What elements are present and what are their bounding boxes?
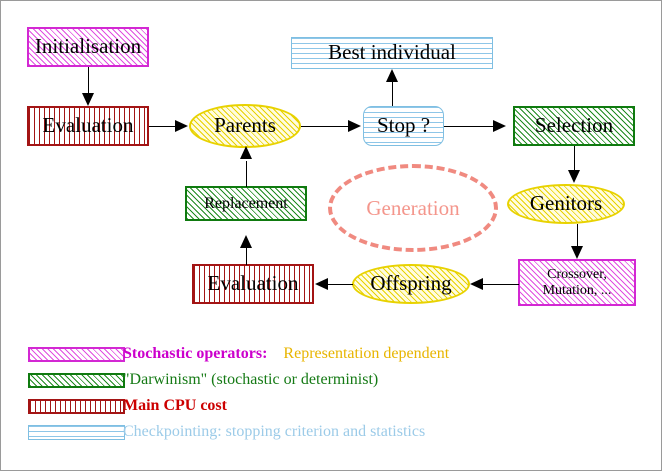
- node-genitors[interactable]: Genitors: [507, 184, 625, 224]
- edge-selection-to-genitors: [574, 146, 575, 172]
- legend-label-stochastic-secondary: Representation dependent: [283, 345, 450, 362]
- arrowhead-stop-to-selection: [493, 120, 506, 132]
- node-selection[interactable]: Selection: [513, 106, 635, 146]
- node-evaluation-bottom-label: Evaluation: [207, 271, 299, 296]
- node-stop[interactable]: Stop ?: [363, 106, 444, 146]
- legend-label-cpu-cost-primary: Main CPU cost: [123, 397, 227, 414]
- node-parents-label: Parents: [214, 113, 276, 138]
- legend-swatch-blue-horizontal-hatch: [28, 424, 125, 440]
- legend-label-darwinism-primary: "Darwinism" (stochastic or determinist): [123, 371, 379, 388]
- edge-stop-to-best-individual: [392, 73, 393, 106]
- legend-row-cpu-cost: Main CPU cost: [1, 393, 661, 419]
- legend-label-cpu-cost: Main CPU cost: [123, 397, 227, 415]
- node-evaluation-bottom[interactable]: Evaluation: [192, 264, 314, 304]
- arrowhead-stop-to-best-individual: [386, 69, 398, 82]
- legend: Stochastic operators: Representation dep…: [1, 341, 661, 445]
- arrowhead-initialisation-to-evaluation: [82, 93, 94, 106]
- legend-swatch-green-diagonal-hatch: [28, 372, 125, 388]
- edge-evaluation-to-replacement: [246, 239, 247, 265]
- legend-swatch-red-vertical-hatch: [28, 398, 125, 414]
- node-crossover-mutation[interactable]: Crossover, Mutation, ...: [518, 259, 636, 306]
- node-generation-label: Generation: [366, 195, 460, 220]
- node-best-individual[interactable]: Best individual: [291, 37, 493, 69]
- arrowhead-genitors-to-crossover: [571, 246, 583, 259]
- node-replacement[interactable]: Replacement: [185, 186, 307, 221]
- legend-label-checkpointing-primary: Checkpointing: stopping criterion and st…: [123, 423, 426, 440]
- legend-row-darwinism: "Darwinism" (stochastic or determinist): [1, 367, 661, 393]
- arrowhead-offspring-to-evaluation: [315, 278, 328, 290]
- arrowhead-crossover-to-offspring: [470, 278, 483, 290]
- node-selection-label: Selection: [534, 113, 614, 138]
- node-offspring[interactable]: Offspring: [352, 264, 470, 304]
- edge-evaluation-to-parents: [149, 126, 177, 127]
- legend-label-stochastic-primary: Stochastic operators:: [123, 345, 268, 362]
- node-initialisation[interactable]: Initialisation: [27, 27, 149, 67]
- arrowhead-replacement-to-parents: [240, 146, 252, 159]
- legend-label-checkpointing: Checkpointing: stopping criterion and st…: [123, 423, 425, 441]
- legend-row-stochastic: Stochastic operators: Representation dep…: [1, 341, 661, 367]
- node-stop-label: Stop ?: [376, 113, 431, 138]
- edge-initialisation-to-evaluation: [88, 67, 89, 95]
- edge-offspring-to-evaluation: [328, 284, 353, 285]
- legend-row-checkpointing: Checkpointing: stopping criterion and st…: [1, 419, 661, 445]
- arrowhead-selection-to-genitors: [568, 170, 580, 183]
- node-best-individual-label: Best individual: [328, 40, 456, 65]
- edge-parents-to-stop: [301, 126, 349, 127]
- arrowhead-evaluation-to-parents: [175, 120, 188, 132]
- node-initialisation-label: Initialisation: [34, 34, 142, 59]
- node-parents[interactable]: Parents: [189, 104, 301, 148]
- node-offspring-label: Offspring: [370, 271, 452, 296]
- node-replacement-label: Replacement: [204, 194, 288, 212]
- edge-replacement-to-parents: [246, 161, 247, 187]
- edge-crossover-to-offspring: [483, 284, 519, 285]
- arrowhead-parents-to-stop: [348, 120, 361, 132]
- node-generation: Generation: [328, 164, 498, 252]
- legend-label-stochastic: Stochastic operators: Representation dep…: [123, 345, 449, 363]
- node-crossover-label-line1: Crossover,: [547, 266, 607, 282]
- legend-label-darwinism: "Darwinism" (stochastic or determinist): [123, 371, 378, 389]
- node-evaluation-top-label: Evaluation: [42, 113, 134, 138]
- node-crossover-label-line2: Mutation, ...: [542, 282, 612, 298]
- edge-genitors-to-crossover: [577, 224, 578, 248]
- node-genitors-label: Genitors: [529, 191, 603, 216]
- node-evaluation-top[interactable]: Evaluation: [27, 106, 149, 146]
- legend-swatch-magenta-diagonal-hatch: [28, 346, 125, 362]
- arrowhead-evaluation-to-replacement: [240, 235, 252, 248]
- edge-stop-to-selection: [444, 126, 494, 127]
